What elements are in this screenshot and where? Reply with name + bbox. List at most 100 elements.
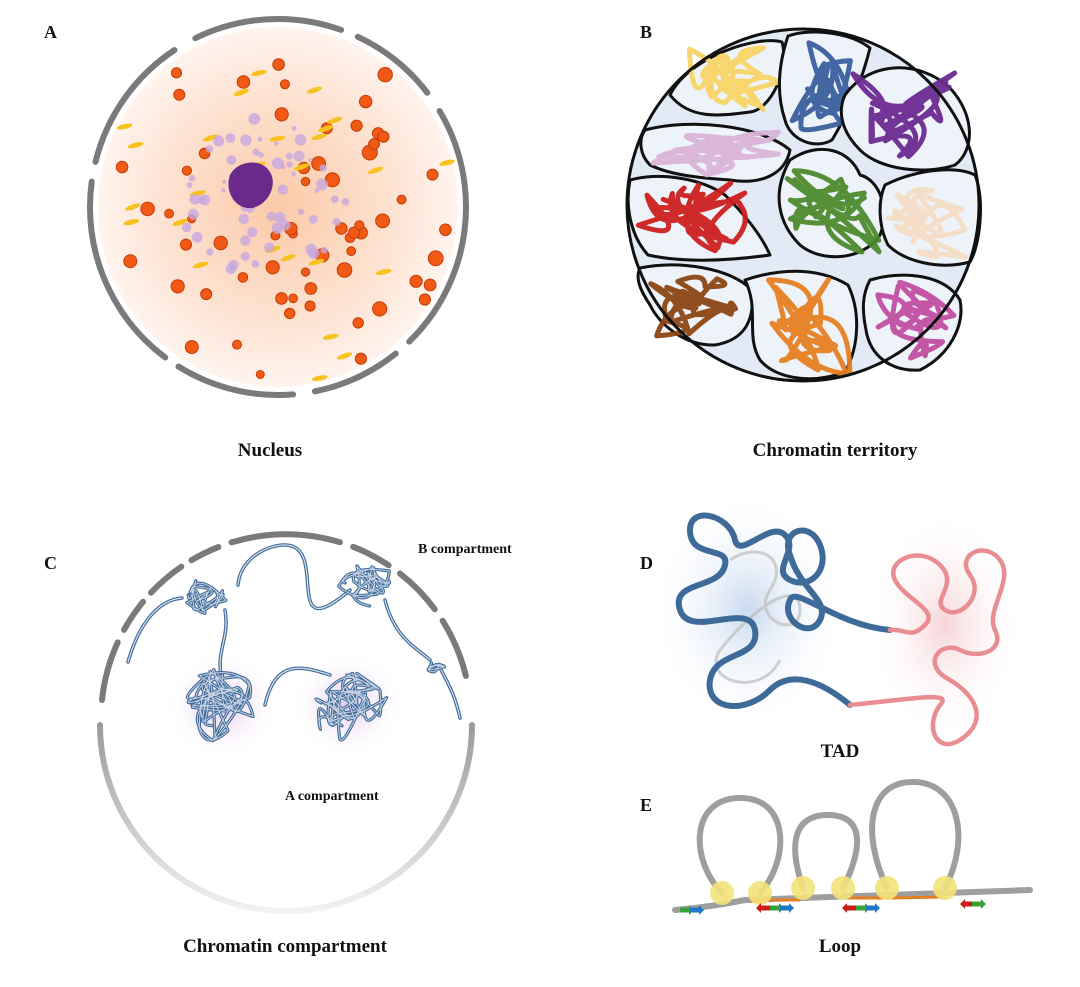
yellow-granule: [125, 203, 141, 211]
yellow-granules: [116, 70, 455, 381]
fiber-strand: [236, 543, 352, 611]
ctcf-arrow-red: [842, 903, 856, 913]
speckle: [275, 292, 288, 305]
satellite-dot: [330, 195, 339, 204]
territory-lilac-chromatin: [650, 129, 781, 178]
loop-middle: [792, 811, 861, 891]
yellow-granule: [336, 352, 353, 360]
fiber-highlight: [127, 597, 183, 663]
yellow-granule: [375, 269, 392, 275]
speckle: [350, 119, 363, 132]
speckle: [346, 246, 357, 257]
satellite-dot: [252, 148, 260, 156]
nuclear-envelope: [87, 16, 469, 398]
speckle: [423, 278, 437, 292]
yellow-granule: [123, 219, 140, 226]
satellite-dot: [316, 178, 328, 191]
speckle: [426, 168, 439, 181]
a-compartment-cluster-left-highlight: [187, 668, 254, 742]
yellow-granule: [269, 135, 286, 142]
cohesin-ring: [933, 876, 957, 900]
panel-b-letter: B: [640, 22, 653, 42]
satellite-dot: [298, 208, 305, 215]
a-compartment-cluster-right-highlight: [315, 672, 388, 741]
tad-halo-pink: [867, 510, 1023, 740]
satellite-dot: [291, 171, 297, 177]
yellow-granule: [127, 142, 144, 149]
speckle: [288, 293, 298, 304]
satellite-dot: [222, 179, 227, 184]
tad-blue-strand: [675, 512, 893, 709]
speckle: [439, 223, 452, 237]
satellite-dot: [226, 155, 237, 165]
speckle: [348, 226, 361, 239]
satellite-dot: [271, 157, 284, 170]
satellite-dot: [307, 247, 320, 260]
fiber-highlight: [264, 667, 331, 706]
territory-purple-chromatin: [850, 70, 958, 160]
speckle: [272, 58, 285, 71]
speckle: [173, 88, 186, 101]
speckle: [164, 208, 175, 219]
tad-diagram: [648, 490, 1023, 747]
satellite-dot: [341, 198, 350, 206]
yellow-granule: [293, 163, 310, 171]
speckle: [170, 67, 183, 79]
yellow-granule: [280, 254, 296, 262]
fiber-strand: [438, 666, 462, 720]
yellow-granule: [172, 218, 188, 226]
yellow-granule: [311, 133, 327, 141]
speckle: [304, 300, 316, 312]
territory-nucleus-outline: [625, 27, 981, 383]
speckle: [213, 235, 228, 251]
speckle: [200, 288, 213, 301]
speckle: [354, 220, 365, 231]
yellow-granule: [318, 125, 334, 133]
ctcf-arrow-blue: [690, 905, 704, 915]
yellow-granule: [308, 258, 325, 266]
compartment-envelope: [99, 531, 473, 703]
satellite-dot: [274, 141, 279, 146]
speckle: [115, 160, 129, 174]
speckle: [377, 67, 393, 83]
nucleus-diagram: [87, 16, 469, 398]
speckle: [336, 262, 353, 278]
panel-e-letter: E: [640, 795, 653, 815]
speckle: [180, 238, 192, 251]
nucleoplasm: [98, 27, 458, 387]
chromatin-territory-diagram: [625, 27, 982, 383]
speckle: [354, 352, 367, 365]
fiber-strand: [383, 598, 432, 662]
satellite-dot: [308, 157, 313, 162]
satellite-dot: [188, 174, 196, 182]
yellow-granule: [233, 88, 249, 97]
speckle: [284, 307, 296, 320]
yellow-granule: [116, 123, 133, 130]
fiber-highlight: [439, 667, 461, 719]
speckle: [184, 340, 199, 355]
speckle: [304, 282, 318, 295]
speckle: [265, 260, 280, 275]
b-compartment-cluster-right-highlight: [338, 565, 390, 607]
satellite-dot: [225, 263, 236, 275]
speckle: [255, 370, 265, 379]
yellow-granule: [327, 117, 343, 124]
yellow-granule: [193, 261, 209, 269]
satellite-dot: [258, 152, 264, 158]
caption-chromatin-territory: Chromatin territory: [752, 440, 918, 461]
speckle: [170, 279, 185, 294]
caption-tad: TAD: [820, 741, 860, 762]
satellite-dot: [332, 218, 341, 226]
speckle: [418, 293, 431, 306]
speckle: [335, 222, 348, 235]
tad-background-strand: [714, 550, 802, 684]
caption-loop: Loop: [818, 936, 862, 957]
speckle: [368, 138, 381, 150]
speckle: [409, 274, 423, 288]
speckle: [123, 254, 138, 269]
territory-green-chromatin: [784, 168, 882, 255]
speckle: [274, 107, 289, 122]
nucleolus: [228, 162, 273, 209]
satellite-dot: [286, 152, 293, 160]
